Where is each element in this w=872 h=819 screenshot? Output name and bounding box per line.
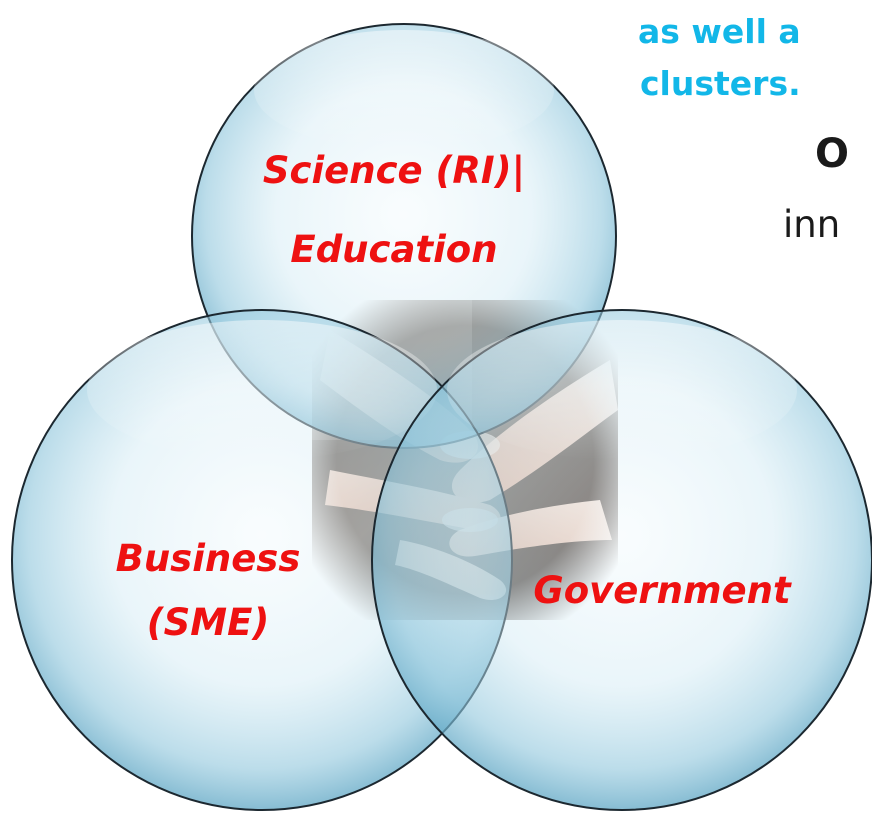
label-left-line-1: Business [116, 537, 301, 580]
text-line-cyan-2: clusters. [640, 64, 801, 103]
text-line-cyan-1: as well a [638, 12, 801, 51]
venn-circle-left [11, 309, 513, 811]
label-right-line-1: Government [533, 569, 792, 612]
text-line-body: inn [783, 203, 841, 246]
text-line-heading: O [815, 131, 850, 177]
venn-circle-right [371, 309, 872, 811]
label-top-line-1: Science (RI)| [263, 149, 525, 192]
label-top-line-2: Education [290, 228, 497, 271]
label-left-line-2: (SME) [147, 601, 270, 644]
